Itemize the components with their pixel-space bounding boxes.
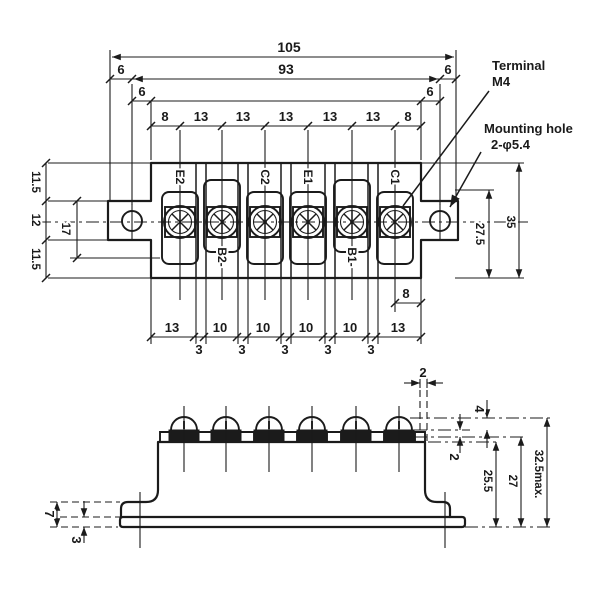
dim-washer: 2 [445,414,464,463]
dim-label-27: 27 [506,475,518,488]
dim-label-gap: 3 [281,342,288,357]
top-view: E2 B2- C2 E1 B1- C1 105 6 93 6 [27,37,575,359]
side-view: 2 4 2 25.5 27 32.5max. [40,363,552,548]
dim-label-32.5max: 32.5max. [532,450,544,499]
dim-label-pitch: 13 [323,109,337,124]
dim-label-pitch: 13 [366,109,380,124]
dim-label-slot: 10 [213,320,227,335]
dim-label-top-2: 2 [419,365,426,380]
dim-flange-height: 7 3 [40,501,120,546]
dim-stack-height: 27 [504,437,525,527]
callout-mounting-line1: Mounting hole [484,121,573,136]
side-screws [168,416,415,443]
slot-extension-lines [150,278,422,344]
dim-slot-chain: 13 10 10 10 10 13 3 3 3 3 3 [146,318,426,359]
dim-label-93: 93 [278,61,294,77]
callout-mounting-line2: 2-φ5.4 [491,137,531,152]
dim-body-inset: 6 6 [127,82,445,160]
dim-label-105: 105 [277,39,301,55]
dim-label-slot: 13 [391,320,405,335]
dim-label-6-left: 6 [117,62,124,77]
reference-lines-right [410,417,552,528]
terminal-label-b1: B1- [345,247,359,266]
dim-overall-length: 105 [109,37,457,201]
dim-label-pitch: 13 [279,109,293,124]
terminal-labels: E2 B2- C2 E1 B1- C1 [171,167,404,268]
dim-body-height: 25.5 [479,442,500,527]
dim-width-right: 27.5 35 [422,162,524,279]
callout-mounting-hole: Mounting hole 2-φ5.4 [449,119,575,208]
case-outline [119,440,452,519]
dim-label-inset-left: 6 [138,84,145,99]
dim-label-27.5: 27.5 [473,223,485,246]
dim-head-height: 4 [470,400,491,448]
terminal-label-e1: E1 [301,170,315,185]
barrier-walls [159,431,426,442]
dim-label-gap: 3 [324,342,331,357]
dim-label-slot: 13 [165,320,179,335]
dim-label-pitch: 13 [236,109,250,124]
dim-label-pitch: 8 [404,109,411,124]
dim-terminal-pitch: 8 13 13 13 13 13 8 [146,107,426,131]
dim-label-7: 7 [42,510,57,517]
terminal-label-c1: C1 [388,169,402,185]
dim-terminal-edge: 8 [390,284,426,308]
dim-label-4: 4 [472,405,487,413]
callout-terminal-line2: M4 [492,74,511,89]
dim-label-inset-right: 6 [426,84,433,99]
screw-centerlines [179,130,396,312]
side-hole-centerlines [139,492,446,548]
dim-label-slot: 10 [343,320,357,335]
dim-label-gap: 3 [367,342,374,357]
dim-max-height: 32.5max. [530,418,551,527]
leader-line-terminal [402,90,490,207]
terminal-label-e2: E2 [173,170,187,185]
dim-top-gap: 2 [404,363,443,442]
dim-label-gap: 3 [195,342,202,357]
terminal-label-c2: C2 [258,169,272,185]
callout-terminal-m4: Terminal M4 [402,56,547,207]
dim-label-3: 3 [69,536,84,543]
baseplate-outline [118,515,467,529]
dim-label-pitch: 8 [161,109,168,124]
leader-line-mounting [449,151,482,208]
dim-width-left: 11.5 12 11.5 17 [27,158,160,283]
dim-label-slot: 10 [299,320,313,335]
dim-label-17: 17 [59,223,71,236]
dim-label-slot: 10 [256,320,270,335]
callout-terminal-line1: Terminal [492,58,545,73]
dim-label-25.5: 25.5 [481,470,493,493]
side-screw-centerlines [183,406,400,472]
dim-label-washer-2: 2 [447,453,462,460]
dim-label-12: 12 [29,214,41,227]
dim-label-6-right: 6 [444,62,451,77]
dim-label-pitch: 13 [194,109,208,124]
dim-label-gap: 3 [238,342,245,357]
dim-label-8: 8 [402,286,409,301]
dim-label-11.5-bottom: 11.5 [29,248,41,270]
dim-label-35: 35 [504,216,516,229]
dim-label-11.5-top: 11.5 [29,171,41,193]
terminal-label-b2: B2- [215,247,229,266]
dim-hole-span: 6 93 6 [105,59,461,205]
